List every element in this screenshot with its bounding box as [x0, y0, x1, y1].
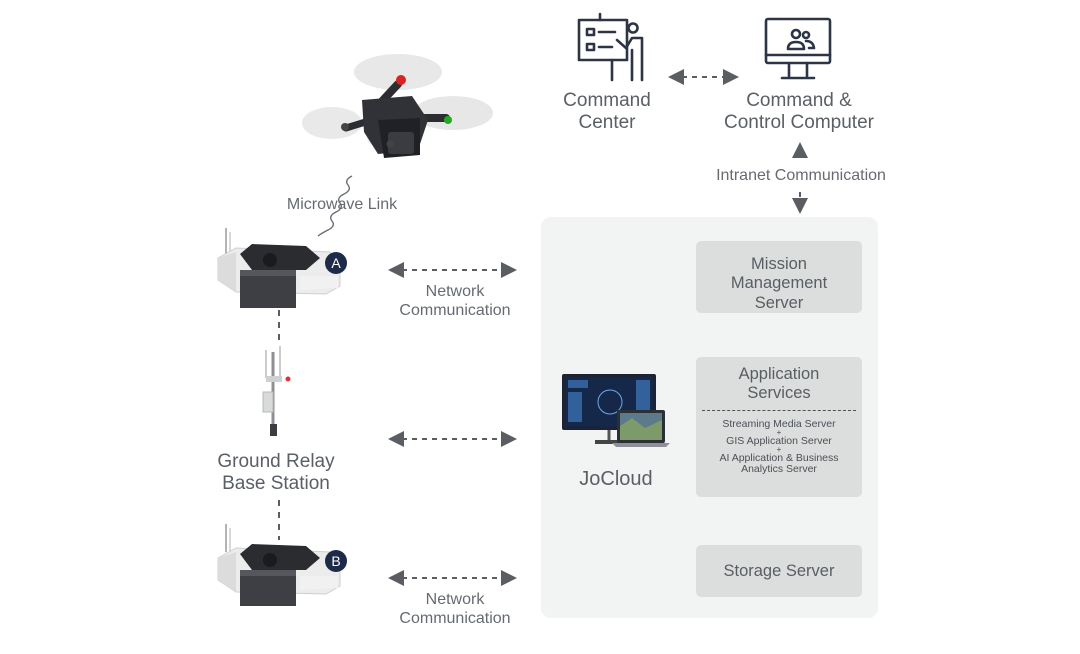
app-services-item-1: Streaming Media Server: [722, 417, 836, 430]
command-center-label: Command Center: [540, 90, 674, 135]
storage-server: Storage Server: [696, 545, 862, 597]
app-services-divider: [702, 409, 856, 411]
jocloud-label: JoCloud: [579, 468, 653, 490]
dock-b-badge: B: [325, 550, 347, 572]
mission-server-line3: Server: [754, 293, 804, 312]
application-services-server: Application Services Streaming Media Ser…: [696, 357, 862, 497]
network-communication-label-bottom: Network Communication: [380, 591, 530, 629]
relay-line2: Base Station: [222, 473, 330, 495]
control-computer-line2: Control Computer: [724, 112, 874, 134]
intranet-communication-label: Intranet Communication: [716, 167, 886, 184]
microwave-link-label: Microwave Link: [286, 196, 398, 213]
mission-management-server: Mission Management Server: [696, 241, 862, 313]
control-computer-label: Command & Control Computer: [700, 90, 898, 135]
network-label-bottom-line1: Network: [425, 591, 485, 608]
storage-server-label: Storage Server: [723, 562, 835, 580]
app-services-plus-1: +: [776, 427, 782, 437]
dock-a-badge-text: A: [331, 255, 341, 271]
app-services-plus-2: +: [776, 445, 782, 455]
command-center-line2: Center: [578, 112, 636, 134]
network-label-bottom-line2: Communication: [399, 609, 511, 627]
app-services-item-2: GIS Application Server: [726, 435, 832, 447]
dock-b-badge-text: B: [331, 553, 341, 569]
network-communication-label-top: Network Communication: [380, 283, 530, 321]
ground-relay-label: Ground Relay Base Station: [196, 451, 356, 496]
relay-line1: Ground Relay: [217, 451, 335, 472]
mission-server-line1: Mission: [751, 255, 807, 273]
network-label-top-line1: Network: [425, 283, 485, 300]
control-computer-line1: Command &: [746, 90, 852, 111]
app-services-line1: Application: [738, 365, 820, 383]
command-center-line1: Command: [563, 90, 651, 111]
app-services-item-4: Analytics Server: [741, 463, 817, 476]
dock-a-badge: A: [325, 252, 347, 274]
mission-server-line2: Management: [730, 274, 828, 293]
app-services-item-3: AI Application & Business: [719, 452, 839, 465]
app-services-line2: Services: [747, 384, 811, 403]
network-label-top-line2: Communication: [399, 301, 511, 319]
